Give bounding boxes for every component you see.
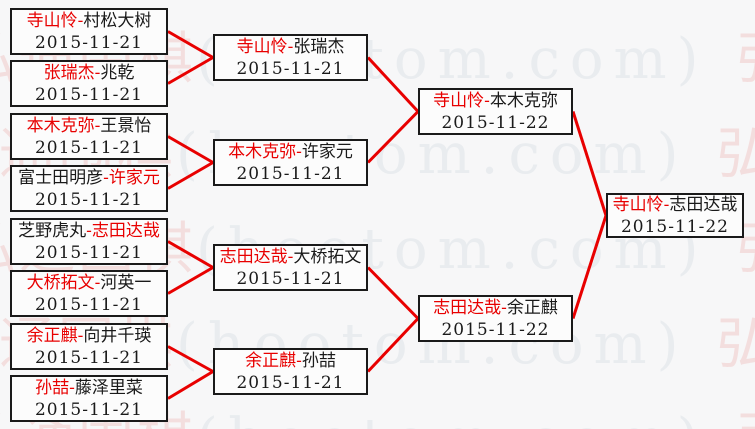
winner-name: 志田达哉- bbox=[433, 297, 507, 318]
winner-name: 志田达哉- bbox=[219, 246, 294, 267]
match-players: 志田达哉-余正麒 bbox=[433, 297, 558, 319]
loser-name: 村松大树 bbox=[83, 10, 152, 31]
connector-line bbox=[167, 240, 214, 269]
match-date: 2015-11-21 bbox=[34, 84, 143, 105]
connector-line bbox=[366, 110, 420, 164]
match-date: 2015-11-21 bbox=[236, 58, 345, 79]
connector-line bbox=[167, 266, 214, 295]
match-date: 2015-11-21 bbox=[236, 268, 345, 289]
match-box-r1-8: 孙喆-藤泽里菜 2015-11-21 bbox=[10, 375, 168, 422]
watermark-cn-text: 弘通围棋 bbox=[716, 122, 755, 187]
match-box-r1-5: 芝野虎丸-志田达哉 2015-11-21 bbox=[10, 218, 168, 265]
match-players: 本木克弥-王景怡 bbox=[27, 115, 152, 137]
connector-line bbox=[366, 266, 420, 320]
match-players: 本木克弥-许家元 bbox=[228, 141, 353, 163]
connector-line bbox=[167, 56, 214, 85]
winner-name: 余正麒- bbox=[26, 325, 84, 346]
match-box-r2-1: 寺山怜-张瑞杰 2015-11-21 bbox=[213, 34, 368, 81]
match-box-r2-4: 余正麒-孙喆 2015-11-21 bbox=[213, 348, 368, 395]
match-date: 2015-11-21 bbox=[34, 347, 143, 368]
connector-line bbox=[167, 370, 214, 400]
match-box-r1-6: 大桥拓文-河英一 2015-11-21 bbox=[10, 270, 168, 317]
match-date: 2015-11-21 bbox=[34, 32, 143, 53]
winner-name: 孙喆- bbox=[35, 377, 75, 398]
winner-name: 寺山怜- bbox=[433, 90, 490, 111]
match-players: 志田达哉-大桥拓文 bbox=[220, 246, 362, 268]
match-players: 寺山怜-志田达哉 bbox=[613, 194, 738, 216]
match-date: 2015-11-22 bbox=[441, 319, 550, 340]
match-players: 寺山怜-本木克弥 bbox=[433, 90, 558, 112]
match-players: 余正麒-孙喆 bbox=[245, 350, 336, 372]
match-box-sf-1: 寺山怜-本木克弥 2015-11-22 bbox=[418, 88, 573, 135]
match-box-final: 寺山怜-志田达哉 2015-11-22 bbox=[606, 193, 744, 238]
loser-name: 张瑞杰 bbox=[293, 36, 345, 57]
watermark-cn-text: 弘通围棋 bbox=[737, 27, 755, 92]
winner-name: 张瑞杰- bbox=[43, 62, 101, 83]
connector-line bbox=[167, 30, 214, 59]
match-date: 2015-11-21 bbox=[236, 163, 345, 184]
winner-name: -志田达哉 bbox=[86, 220, 160, 241]
match-date: 2015-11-21 bbox=[236, 372, 345, 393]
match-date: 2015-11-21 bbox=[34, 399, 143, 420]
winner-name: 本木克弥- bbox=[228, 141, 302, 162]
match-players: 孙喆-藤泽里菜 bbox=[35, 377, 143, 399]
loser-name: 本木克弥 bbox=[489, 90, 558, 111]
match-date: 2015-11-21 bbox=[34, 189, 143, 210]
match-players: 富士田明彦-许家元 bbox=[18, 167, 160, 189]
connector-line bbox=[167, 345, 214, 373]
loser-name: 志田达哉 bbox=[669, 194, 738, 215]
loser-name: 大桥拓文 bbox=[293, 246, 362, 267]
winner-name: 本木克弥- bbox=[26, 115, 101, 136]
match-box-r2-2: 本木克弥-许家元 2015-11-21 bbox=[213, 139, 368, 186]
winner-name: 寺山怜- bbox=[26, 10, 84, 31]
loser-name: 余正麒 bbox=[506, 297, 558, 318]
connector-lines bbox=[167, 30, 608, 400]
loser-name: 芝野虎丸 bbox=[18, 220, 87, 241]
loser-name: 富士田明彦 bbox=[18, 167, 104, 188]
connector-line bbox=[167, 161, 214, 190]
loser-name: 藤泽里菜 bbox=[74, 377, 143, 398]
match-players: 余正麒-向井千瑛 bbox=[27, 325, 152, 347]
loser-name: 孙喆 bbox=[301, 350, 336, 371]
connector-line bbox=[167, 135, 214, 164]
loser-name: 兆乾 bbox=[100, 62, 135, 83]
match-date: 2015-11-22 bbox=[441, 112, 550, 133]
match-box-r1-3: 本木克弥-王景怡 2015-11-21 bbox=[10, 113, 168, 160]
match-players: 芝野虎丸-志田达哉 bbox=[18, 220, 160, 242]
connector-line bbox=[571, 111, 608, 216]
connector-line bbox=[366, 317, 420, 373]
winner-name: 大桥拓文- bbox=[26, 272, 101, 293]
match-box-sf-2: 志田达哉-余正麒 2015-11-22 bbox=[418, 295, 573, 342]
match-date: 2015-11-21 bbox=[34, 137, 143, 158]
match-box-r1-2: 张瑞杰-兆乾 2015-11-21 bbox=[10, 60, 168, 107]
loser-name: 王景怡 bbox=[100, 115, 152, 136]
match-players: 张瑞杰-兆乾 bbox=[44, 62, 135, 84]
loser-name: 许家元 bbox=[301, 141, 353, 162]
winner-name: 余正麒- bbox=[245, 350, 302, 371]
match-date: 2015-11-21 bbox=[34, 294, 143, 315]
match-box-r1-1: 寺山怜-村松大树 2015-11-21 bbox=[10, 8, 168, 55]
watermark-cn-text: 弘通围棋 bbox=[737, 407, 755, 429]
winner-name: 寺山怜- bbox=[236, 36, 294, 57]
match-players: 寺山怜-张瑞杰 bbox=[237, 36, 345, 58]
match-players: 寺山怜-村松大树 bbox=[27, 10, 152, 32]
watermark-en-text: (hootom.com) bbox=[196, 407, 709, 429]
match-players: 大桥拓文-河英一 bbox=[27, 272, 152, 294]
match-box-r1-7: 余正麒-向井千瑛 2015-11-21 bbox=[10, 323, 168, 370]
loser-name: 向井千瑛 bbox=[83, 325, 152, 346]
watermark-cn-text: 弘通围棋 bbox=[716, 312, 755, 377]
match-date: 2015-11-21 bbox=[34, 242, 143, 263]
winner-name: -许家元 bbox=[103, 167, 160, 188]
match-box-r1-4: 富士田明彦-许家元 2015-11-21 bbox=[10, 165, 168, 212]
loser-name: 河英一 bbox=[100, 272, 152, 293]
match-box-r2-3: 志田达哉-大桥拓文 2015-11-21 bbox=[213, 244, 368, 291]
connector-line bbox=[571, 215, 608, 319]
match-date: 2015-11-22 bbox=[620, 216, 729, 237]
winner-name: 寺山怜- bbox=[612, 194, 670, 215]
connector-line bbox=[366, 56, 420, 113]
